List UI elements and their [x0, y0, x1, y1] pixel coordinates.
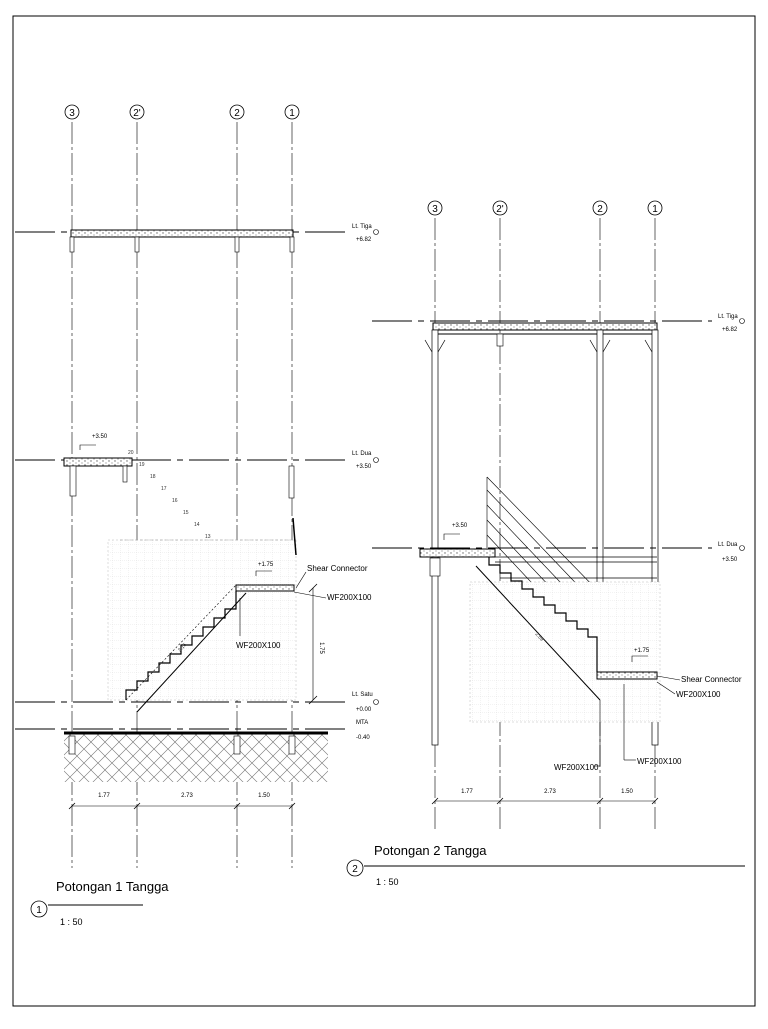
level-dua-1: +3.50 Lt. Dua +3.50: [15, 434, 379, 499]
svg-text:19: 19: [139, 462, 145, 468]
view-scale: 1 : 50: [60, 917, 83, 927]
svg-text:2.73: 2.73: [181, 793, 193, 799]
hidden-stair-zone: [107, 539, 297, 701]
hidden-stair-zone-2: [469, 581, 661, 723]
grid-bubbles-1: 3 2' 2 1: [64, 104, 300, 120]
grid-label: 2: [597, 204, 603, 215]
dimension-chain-2: 1.77 2.73 1.50: [431, 789, 659, 805]
landing-2: +1.75: [596, 648, 658, 680]
shear-connector-label: Shear Connector: [307, 564, 368, 573]
section-1: 3 2' 2 1 Lt. Tiga +6.82 +3.50 Lt. D: [15, 104, 379, 927]
flight-length: 2.16: [177, 642, 188, 653]
landing-elev: +1.75: [258, 562, 274, 568]
dim-flight-height: 1.75: [308, 583, 324, 705]
level-name: Lt. Tiga: [718, 314, 738, 320]
level-name: Lt. Dua: [718, 542, 738, 548]
svg-text:WF200X100: WF200X100: [676, 690, 721, 699]
landing-1: +1.75: [235, 562, 295, 592]
svg-text:2.73: 2.73: [544, 789, 556, 795]
svg-text:15: 15: [183, 510, 189, 516]
level-tiga-1: Lt. Tiga +6.82: [15, 224, 379, 253]
level-satu-1: Lt. Satu +0.00: [15, 692, 379, 713]
svg-text:WF200X100: WF200X100: [554, 763, 599, 772]
beam-label: WF200X100: [327, 593, 372, 602]
level-elev: +0.00: [356, 707, 372, 713]
stair-flight-2: 2.59: [475, 557, 601, 701]
svg-text:1.77: 1.77: [461, 789, 473, 795]
member-labels-2: Shear Connector WF200X100 WF200X100 WF20…: [554, 675, 742, 772]
level-elev: +3.50: [356, 464, 372, 470]
stair-flight-1: 2.16: [125, 584, 247, 713]
svg-text:13: 13: [205, 534, 211, 540]
svg-text:1.50: 1.50: [621, 789, 633, 795]
grid-label: 2': [133, 108, 141, 119]
level-elev: +6.82: [722, 327, 738, 333]
flight-length-2: 2.59: [534, 631, 545, 642]
level-name: Lt. Tiga: [352, 224, 372, 230]
svg-text:20: 20: [128, 450, 134, 456]
grid-label: 1: [652, 204, 658, 215]
section-2: 3 2' 2 1 Lt. Tiga +6.82: [346, 200, 745, 887]
svg-text:16: 16: [172, 498, 178, 504]
view-title-2: 2 Potongan 2 Tangga 1 : 50: [346, 843, 745, 887]
svg-text:17: 17: [161, 486, 167, 492]
level-dua-2: +3.50 Lt. Dua +3.50: [372, 523, 745, 579]
dimension-chain-1: 1.77 2.73 1.50: [68, 793, 296, 810]
level-elev: +6.82: [356, 237, 372, 243]
sheet-border: [12, 15, 756, 1007]
view-number: 1: [36, 905, 42, 916]
level-mta-1: MTA -0.40: [15, 720, 370, 782]
grid-bubbles-2: 3 2' 2 1: [427, 200, 663, 216]
svg-text:Shear Connector: Shear Connector: [681, 675, 742, 684]
view-title-1: 1 Potongan 1 Tangga 1 : 50: [30, 879, 169, 927]
svg-text:WF200X100: WF200X100: [637, 757, 682, 766]
grid-label: 1: [289, 108, 295, 119]
grid-label: 2: [234, 108, 240, 119]
level-tiga-2: Lt. Tiga +6.82: [372, 314, 745, 347]
view-title: Potongan 2 Tangga: [374, 843, 487, 858]
columns-2: [424, 329, 659, 746]
landing-top-elev: +3.50: [92, 434, 108, 440]
svg-text:1.75: 1.75: [318, 642, 324, 654]
level-elev: -0.40: [356, 735, 370, 741]
grid-label: 3: [69, 108, 75, 119]
level-name: Lt. Dua: [352, 451, 372, 457]
svg-text:1.77: 1.77: [98, 793, 110, 799]
member-labels-1: Shear Connector WF200X100 WF200X100: [236, 564, 372, 650]
svg-text:1.50: 1.50: [258, 793, 270, 799]
svg-text:+3.50: +3.50: [452, 523, 468, 529]
view-scale: 1 : 50: [376, 877, 399, 887]
svg-text:18: 18: [150, 474, 156, 480]
svg-text:+1.75: +1.75: [634, 648, 650, 654]
level-name: MTA: [356, 720, 368, 726]
view-title: Potongan 1 Tangga: [56, 879, 169, 894]
level-elev: +3.50: [722, 557, 738, 563]
view-number: 2: [352, 864, 358, 875]
grid-label: 2': [496, 204, 504, 215]
level-name: Lt. Satu: [352, 692, 373, 698]
grid-label: 3: [432, 204, 438, 215]
beam-label: WF200X100: [236, 641, 281, 650]
svg-text:14: 14: [194, 522, 200, 528]
